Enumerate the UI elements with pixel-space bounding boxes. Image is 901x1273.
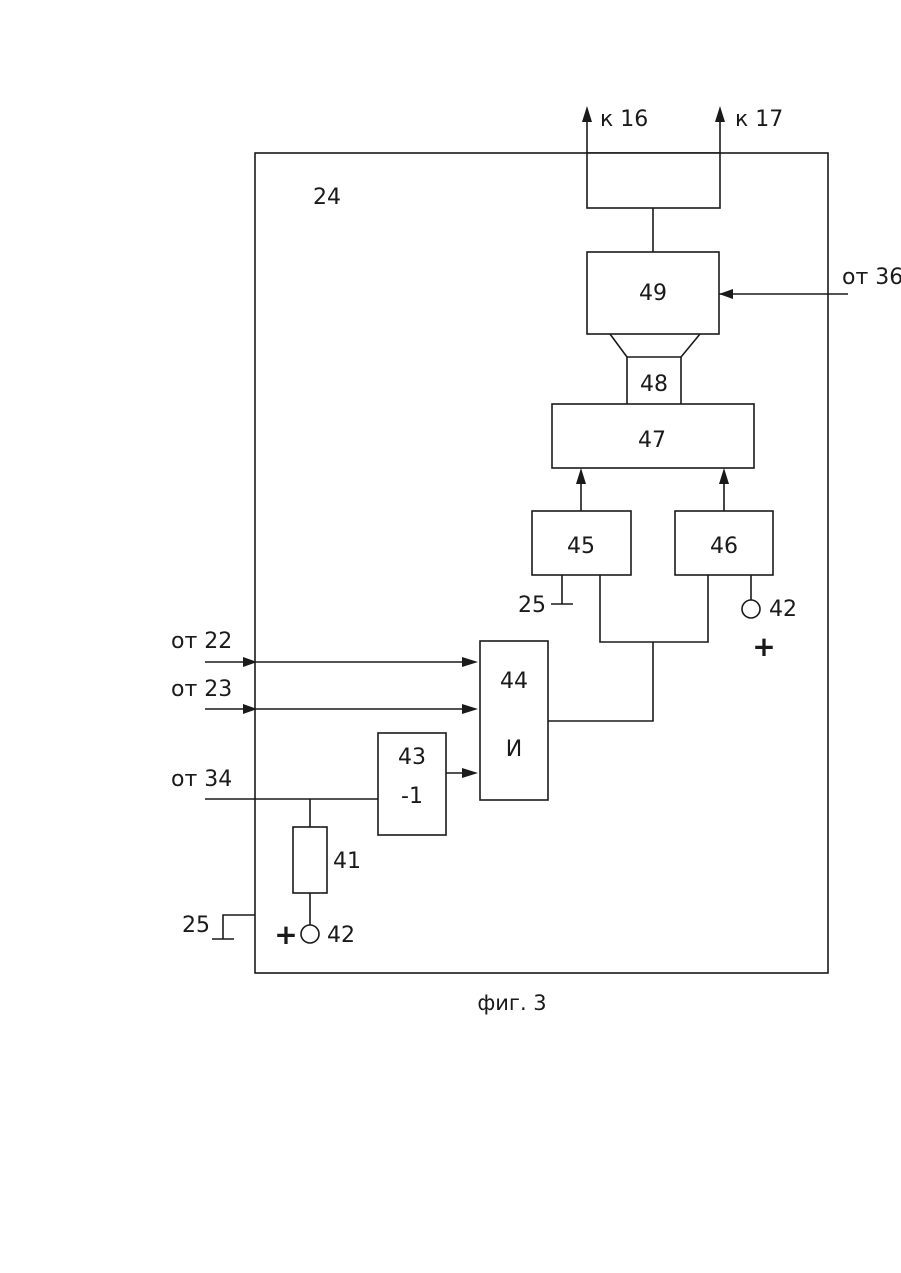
ground-label-25-left: 25 [182,913,210,938]
ground-wire-left [223,915,255,939]
block-48-label: 48 [640,372,668,397]
plus-sign-icon: + [274,918,297,951]
input-label-23: от 23 [171,677,232,702]
arrow-up-icon [582,106,592,122]
supply-label-42-bottom: 42 [327,923,355,948]
arrow-right-icon [462,657,478,667]
block-49-label: 49 [639,281,667,306]
resistor-label-41: 41 [333,849,361,874]
block-44-and [480,641,548,800]
figure-caption: фиг. 3 [477,991,546,1015]
input-label-34: от 34 [171,767,232,792]
connector-44-out [548,642,653,721]
funnel-left [610,334,627,404]
output-label-17: к 17 [735,107,783,132]
funnel-right [681,334,700,404]
arrow-right-icon [462,704,478,714]
terminal-circle-icon [742,600,760,618]
block-43-label: 43 [398,745,426,770]
arrow-up-icon [715,106,725,122]
block-45-label: 45 [567,534,595,559]
unit-24-label: 24 [313,185,341,210]
ground-label-25: 25 [518,593,546,618]
arrow-up-icon [576,468,586,484]
arrow-left-icon [719,289,733,299]
block-43-op: -1 [401,784,423,809]
arrow-right-icon [462,768,478,778]
block-47-label: 47 [638,428,666,453]
block-44-op: И [506,737,522,762]
bracket-45-46 [600,575,708,642]
arrow-up-icon [719,468,729,484]
supply-label-42: 42 [769,597,797,622]
input-label-22: от 22 [171,629,232,654]
block-44-label: 44 [500,669,528,694]
input-label-36: от 36 [842,265,901,290]
block-46-label: 46 [710,534,738,559]
plus-sign-icon: + [752,630,775,663]
output-box [587,153,720,208]
terminal-circle-icon [301,925,319,943]
output-label-16: к 16 [600,107,648,132]
resistor-41 [293,827,327,893]
